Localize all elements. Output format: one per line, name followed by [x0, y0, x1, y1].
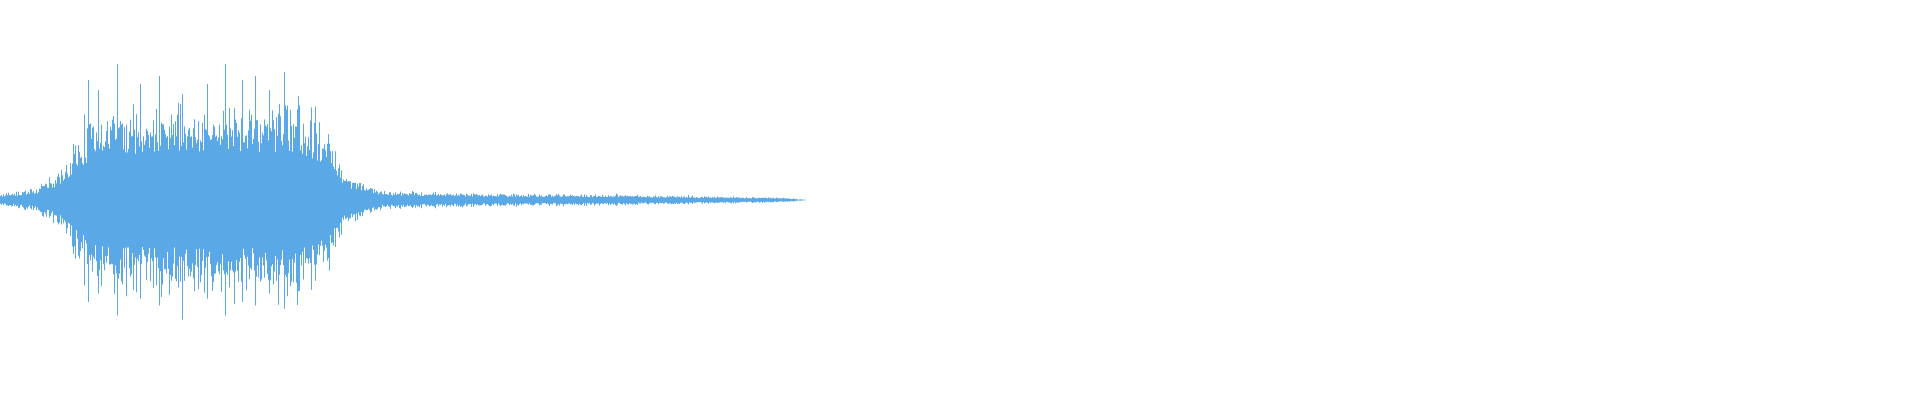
waveform-core: [0, 149, 806, 251]
waveform-bars: [0, 64, 806, 320]
